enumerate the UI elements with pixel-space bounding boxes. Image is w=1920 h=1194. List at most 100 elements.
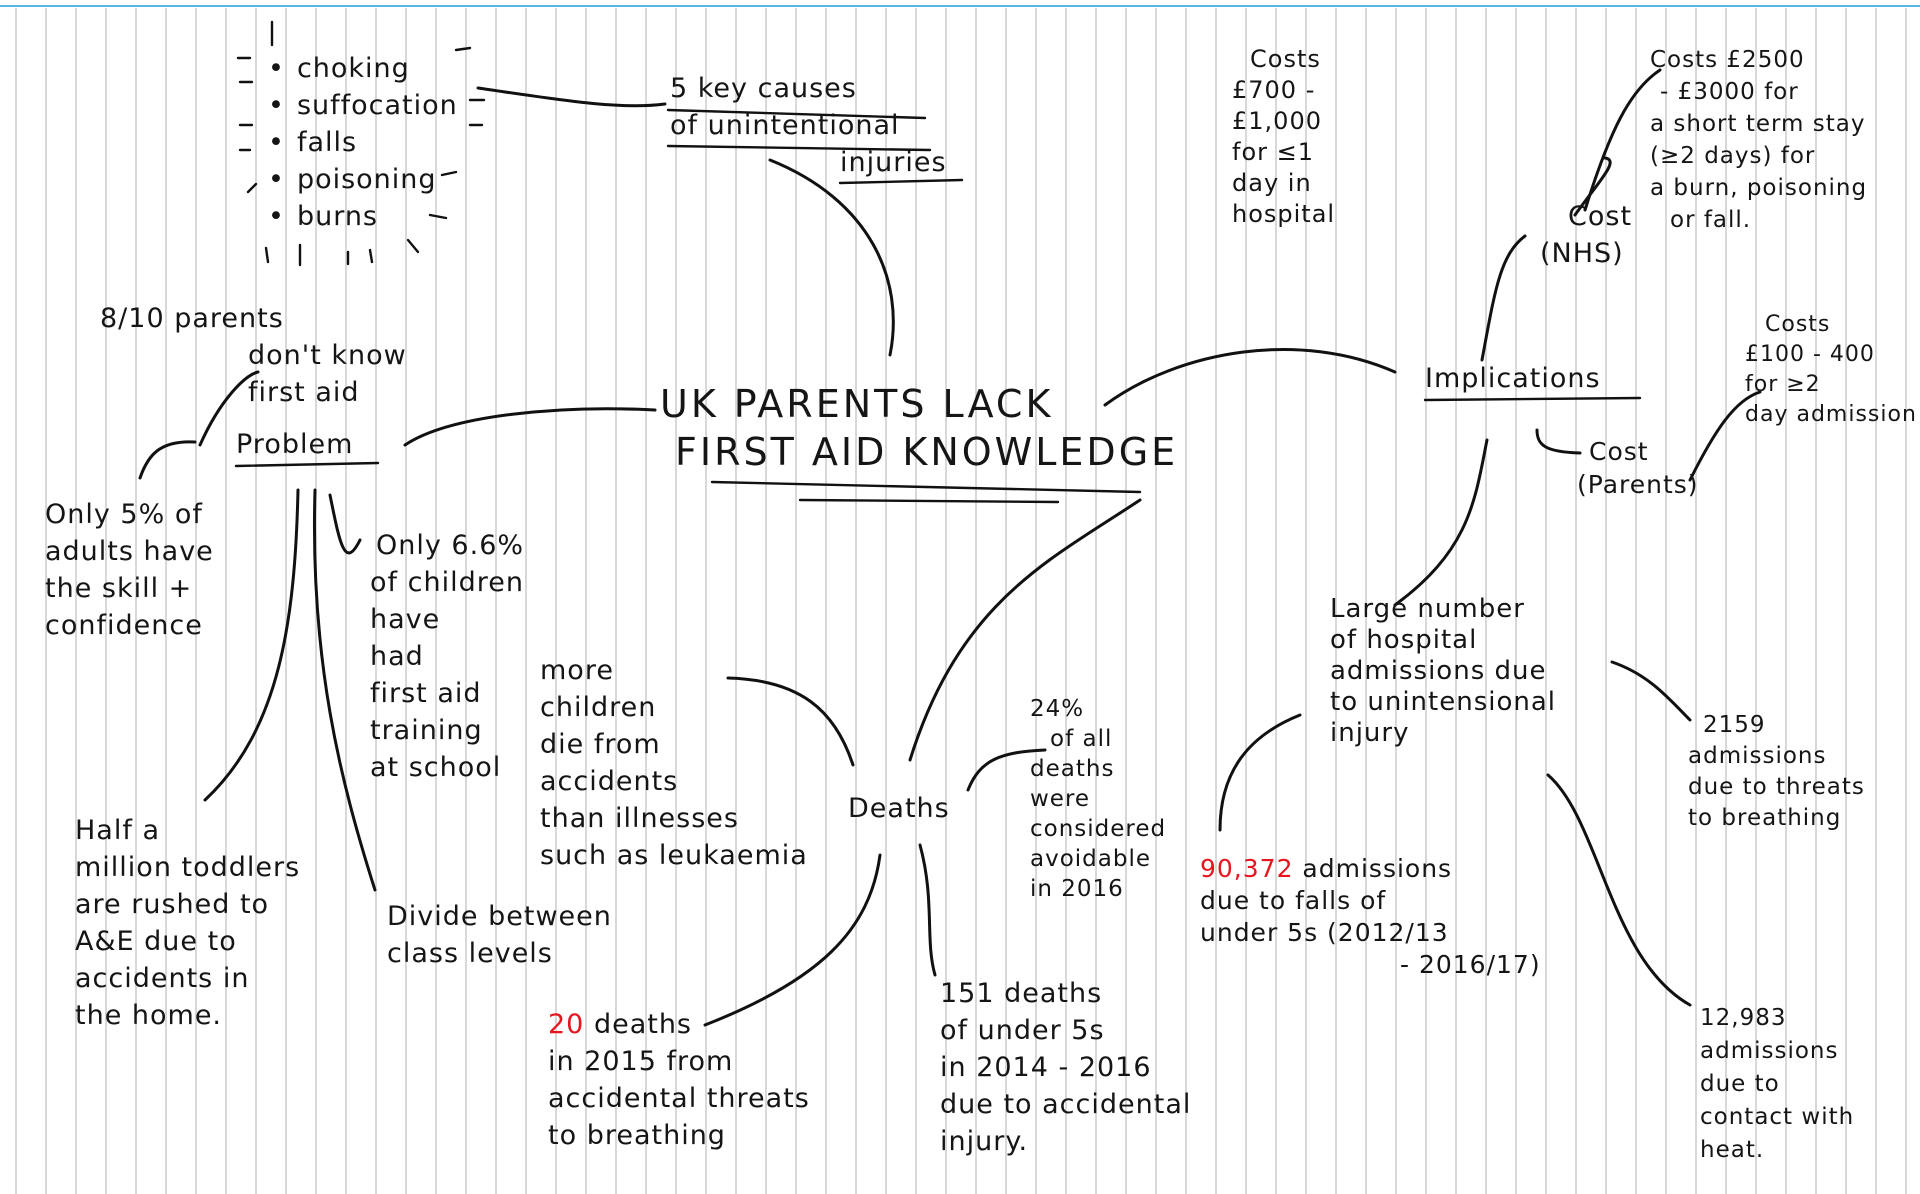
nhs-costs-short: Costs £700 - £1,000 for ≤1 day in hospit… (1232, 44, 1335, 230)
connector-problem-parents (198, 370, 260, 447)
adults-stat-1: Only 5% of (45, 499, 203, 530)
key-causes-heading: 5 key causes of unintentional injuries (670, 70, 947, 181)
more-children-stat: more children die from accidents than il… (540, 652, 808, 874)
connector-parents-cost (1688, 390, 1762, 482)
parent-costs-3: for ≥2 (1745, 372, 1821, 397)
central-line-1: UK PARENTS LACK (660, 382, 1054, 426)
connector-deaths-under5 (918, 843, 937, 977)
cause-choking: choking (268, 50, 458, 87)
connector-deaths-breathing (703, 853, 882, 1027)
heat-admissions-stat: 12,983 admissions due to contact with he… (1700, 1002, 1854, 1167)
key-causes-heading-2: of unintentional (670, 110, 900, 141)
central-underline-2 (798, 498, 1060, 504)
admissions-node: Large number of hospital admissions due … (1330, 594, 1556, 749)
children-stat: Only 6.6% of children have had first aid… (370, 527, 524, 786)
key-causes-heading-1: 5 key causes (670, 73, 857, 104)
avoidable-stat-3: deaths (1030, 756, 1115, 782)
more-children-2: children (540, 692, 657, 723)
breathing-admissions-1: 2159 (1703, 712, 1766, 738)
connector-central-problem (403, 407, 657, 447)
breathing-deaths-count: 20 (548, 1009, 585, 1040)
connector-causes-central (768, 158, 895, 357)
deaths-node: Deaths (848, 793, 950, 824)
breathing-deaths-1: 20 deaths (548, 1006, 810, 1043)
nhs-costs-long-1: Costs £2500 (1650, 47, 1805, 73)
nhs-costs-long-5: a burn, poisoning (1650, 175, 1868, 201)
central-underline-1 (710, 480, 1142, 494)
connector-impl-parents (1535, 428, 1582, 455)
parents-stat: 8/10 parents don't know first aid (100, 300, 407, 411)
children-stat-3: have (370, 604, 441, 635)
parents-stat-1: 8/10 parents (100, 303, 284, 334)
falls-admissions-stat: 90,372 admissions due to falls of under … (1200, 853, 1541, 981)
avoidable-stat-4: were (1030, 786, 1091, 812)
cause-burns: burns (268, 198, 458, 235)
causes-underline-1 (666, 108, 927, 120)
connector-central-deaths (908, 498, 1142, 762)
under5-deaths-stat: 151 deaths of under 5s in 2014 - 2016 du… (940, 975, 1191, 1160)
avoidable-stat-6: avoidable (1030, 846, 1152, 872)
connector-problem-children (328, 493, 362, 555)
more-children-3: die from (540, 729, 661, 760)
connector-nhs-cost1 (1573, 156, 1612, 217)
under5-deaths-3: in 2014 - 2016 (940, 1052, 1152, 1083)
nhs-costs-long-6: or fall. (1670, 207, 1752, 233)
nhs-costs-long-3: a short term stay (1650, 111, 1866, 137)
toddlers-stat-1: Half a (75, 815, 160, 846)
causes-underline-3 (838, 178, 964, 185)
connector-problem-toddlers (203, 488, 300, 802)
connector-problem-divide (312, 488, 377, 892)
adults-stat-2: adults have (45, 536, 214, 567)
adults-stat: Only 5% of adults have the skill + confi… (45, 496, 214, 644)
falls-admissions-word: admissions (1293, 854, 1453, 883)
breathing-admissions-2: admissions (1688, 743, 1827, 769)
children-stat-6: training (370, 715, 483, 746)
divide-stat-1: Divide between (387, 901, 612, 932)
cost-nhs-2: (NHS) (1540, 238, 1624, 269)
adults-stat-4: confidence (45, 610, 203, 641)
parent-costs-4: day admission (1745, 402, 1917, 427)
parent-costs: Costs £100 - 400 for ≥2 day admission (1745, 310, 1917, 430)
nhs-costs-short-2: £700 - (1232, 76, 1316, 104)
children-stat-1: Only 6.6% (376, 530, 525, 561)
parents-stat-2: don't know (248, 340, 407, 371)
falls-admissions-1: 90,372 admissions (1200, 853, 1541, 885)
cost-parents-1: Cost (1589, 437, 1649, 466)
admissions-4: to unintensional (1330, 687, 1557, 717)
nhs-costs-long-4: (≥2 days) for (1650, 143, 1816, 169)
connector-nhs-cost2 (1583, 68, 1662, 212)
children-stat-4: had (370, 641, 424, 672)
falls-admissions-count: 90,372 (1200, 854, 1294, 883)
breathing-deaths-stat: 20 deaths in 2015 from accidental threat… (548, 1006, 810, 1154)
causes-underline-2 (666, 144, 932, 152)
avoidable-stat-7: in 2016 (1030, 876, 1124, 902)
admissions-2: of hospital (1330, 625, 1478, 655)
divide-stat-2: class levels (387, 938, 553, 969)
connector-lines (138, 68, 1762, 1027)
children-stat-5: first aid (370, 678, 482, 709)
cause-suffocation: suffocation (268, 87, 458, 124)
under5-deaths-2: of under 5s (940, 1015, 1105, 1046)
key-causes-heading-3: injuries (840, 147, 947, 178)
avoidable-stat-5: considered (1030, 816, 1167, 842)
nhs-costs-short-5: day in (1232, 169, 1312, 197)
toddlers-stat: Half a million toddlers are rushed to A&… (75, 812, 300, 1034)
more-children-4: accidents (540, 766, 679, 797)
connector-central-implications (1103, 348, 1397, 407)
toddlers-stat-6: the home. (75, 1000, 223, 1031)
breathing-deaths-word: deaths (584, 1009, 693, 1040)
burst-marks (236, 20, 486, 267)
toddlers-stat-2: million toddlers (75, 852, 301, 883)
implications-node: Implications (1425, 363, 1601, 394)
heat-admissions-2: admissions (1700, 1038, 1839, 1064)
heat-admissions-5: heat. (1700, 1137, 1765, 1163)
adults-stat-3: the skill + (45, 573, 193, 604)
connector-problem-adults (138, 440, 197, 480)
nhs-costs-short-6: hospital (1232, 200, 1336, 228)
nhs-costs-long: Costs £2500 - £3000 for a short term sta… (1650, 44, 1867, 236)
central-line-2: FIRST AID KNOWLEDGE (675, 430, 1179, 474)
nhs-costs-short-1: Costs (1250, 45, 1321, 73)
cost-parents-node: Cost (Parents) (1577, 435, 1699, 501)
heat-admissions-1: 12,983 (1700, 1005, 1787, 1031)
cost-nhs-node: Cost (NHS) (1540, 198, 1632, 272)
